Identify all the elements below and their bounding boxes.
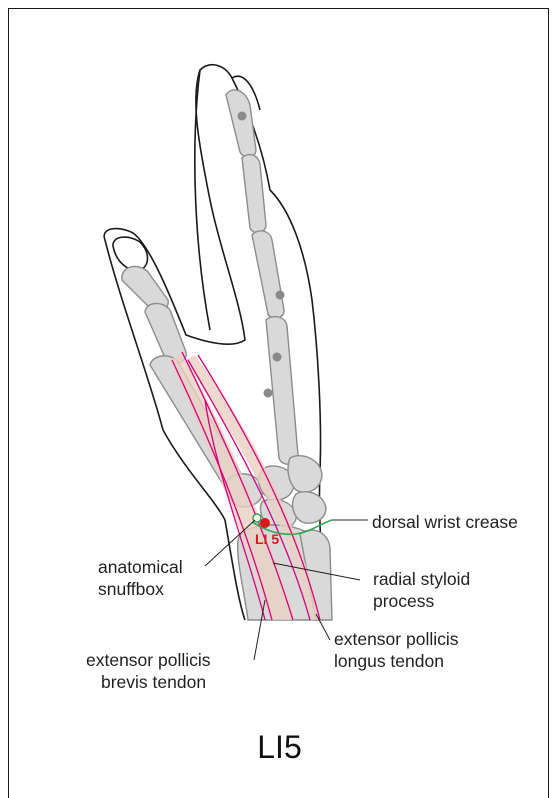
label-radial-styloid-2: process [373,591,434,611]
label-epl-1: extensor pollicis [334,629,459,649]
point-code-label: LI 5 [255,531,279,547]
label-epb-1: extensor pollicis [86,650,211,670]
label-epl-2: longus tendon [334,651,444,671]
label-dorsal-wrist-crease: dorsal wrist crease [372,512,518,532]
label-radial-styloid-1: radial styloid [373,569,470,589]
figure-title: LI5 [0,729,559,766]
hand-bones [122,90,332,620]
label-anatomical-snuffbox-2: snuffbox [98,579,164,599]
label-epb-2: brevis tendon [101,672,206,692]
li5-point-marker [260,518,270,528]
label-anatomical-snuffbox-1: anatomical [98,557,183,577]
